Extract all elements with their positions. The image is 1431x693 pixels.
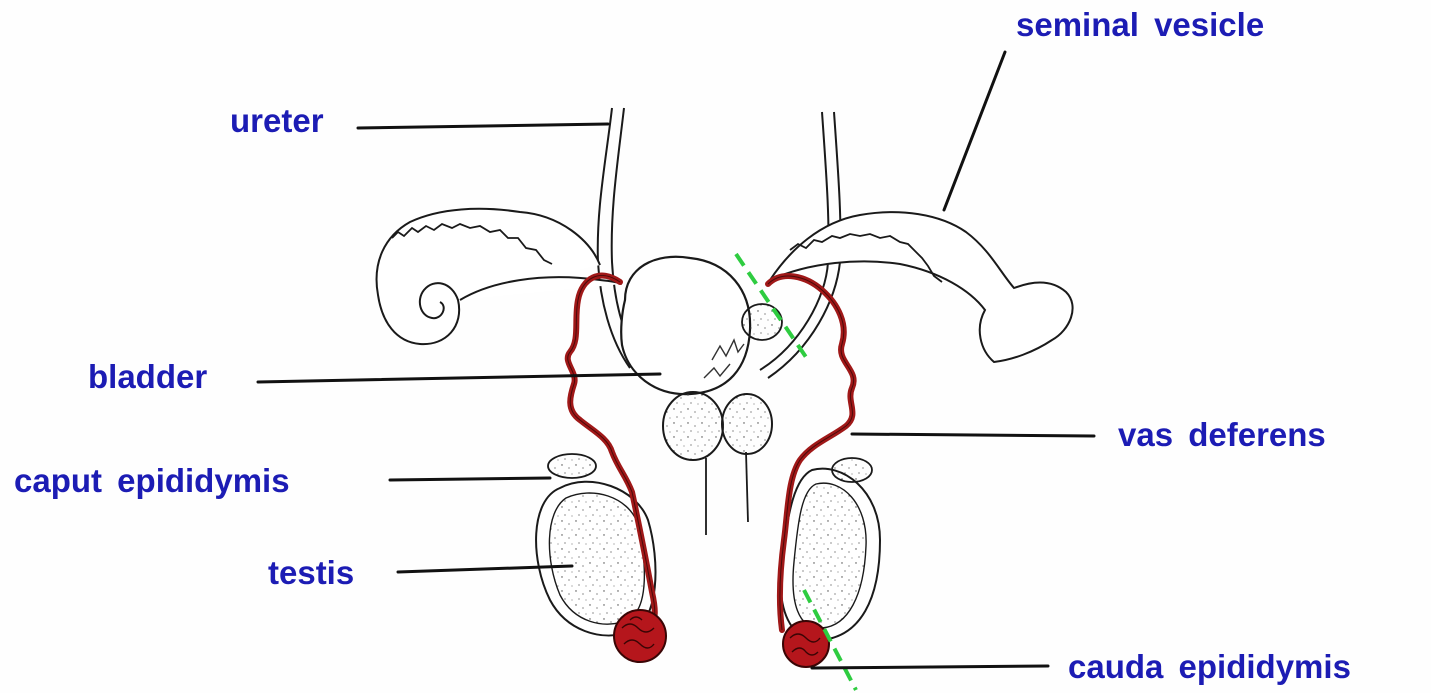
right-cauda-epididymis (783, 621, 829, 667)
cauda-epididymis-leader (812, 666, 1048, 668)
label-seminal-vesicle: seminal vesicle (1016, 8, 1264, 41)
right-caput-epididymis (832, 458, 872, 482)
seminal-vesicle-leader (944, 52, 1005, 210)
label-bladder: bladder (88, 360, 207, 393)
ureter-leader (358, 124, 608, 128)
label-caput-epididymis: caput epididymis (14, 464, 290, 497)
label-vas-deferens: vas deferens (1118, 418, 1326, 451)
urethra (706, 452, 748, 535)
label-cauda-epididymis: cauda epididymis (1068, 650, 1351, 683)
bladder-leader (258, 374, 660, 382)
caput-epididymis-leader (390, 478, 550, 480)
left-gland (663, 392, 723, 460)
left-caput-epididymis (548, 454, 596, 478)
right-gland (722, 394, 772, 454)
left-cauda-epididymis (614, 610, 666, 662)
label-ureter: ureter (230, 104, 324, 137)
label-testis: testis (268, 556, 354, 589)
vas-deferens-leader (852, 434, 1094, 436)
